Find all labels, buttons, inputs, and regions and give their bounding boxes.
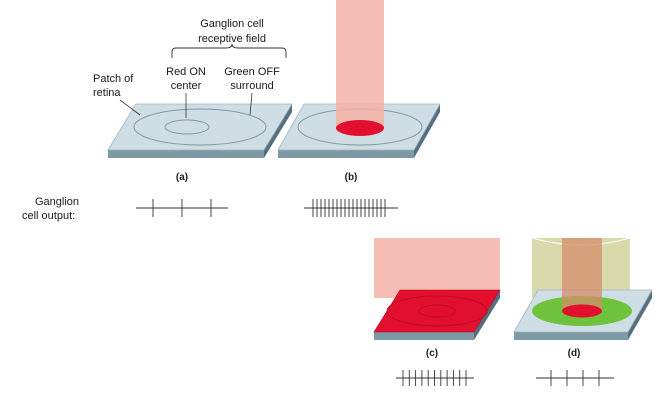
retina-slab-right [264, 104, 292, 158]
caption-a: (a) [176, 172, 188, 183]
red-light-wash [374, 238, 500, 298]
panel-b [277, 0, 441, 158]
surround-label-2: surround [230, 80, 273, 92]
center-ellipse [164, 119, 210, 135]
red-center-spot [336, 120, 384, 136]
red-center-spot [562, 304, 602, 318]
surround-ellipse [133, 108, 267, 146]
patch-label-1: Patch of [93, 73, 134, 85]
caption-c: (c) [426, 348, 438, 359]
retina-slab-side [108, 150, 264, 158]
retina-slab-right [414, 104, 440, 158]
center-label-1: Red ON [166, 66, 206, 78]
receptive-field-label-1: Ganglion cell [200, 18, 264, 30]
spike-train-a [136, 199, 228, 217]
retina-patch-red [373, 289, 501, 333]
spike-train-d [536, 370, 614, 386]
center-label-2: center [171, 80, 202, 92]
retina-slab-side [514, 332, 628, 340]
retina-slab-side [278, 150, 414, 158]
patch-pointer [119, 99, 141, 116]
spike-train-b [304, 199, 398, 217]
retina-slab-side [374, 332, 474, 340]
receptive-field-bracket [171, 43, 287, 58]
retina-slab-right [628, 290, 652, 340]
surround-pointer [249, 92, 253, 116]
caption-b: (b) [345, 172, 358, 183]
retina-patch [107, 103, 293, 151]
surround-label-1: Green OFF [224, 66, 280, 78]
caption-d: (d) [568, 348, 581, 359]
panel-c [373, 238, 501, 340]
panel-d [513, 237, 653, 340]
output-label-2: cell output: [22, 210, 75, 222]
center-ellipse [418, 304, 456, 318]
surround-ellipse [386, 295, 488, 327]
patch-label-2: retina [93, 87, 121, 99]
retina-slab-right [474, 290, 500, 340]
red-light-beam [336, 0, 384, 128]
red-light-beam [562, 238, 602, 311]
panel-a [107, 103, 293, 158]
receptive-field-label-2: receptive field [198, 33, 266, 45]
output-label-1: Ganglion [35, 196, 79, 208]
spike-train-c [396, 370, 474, 386]
